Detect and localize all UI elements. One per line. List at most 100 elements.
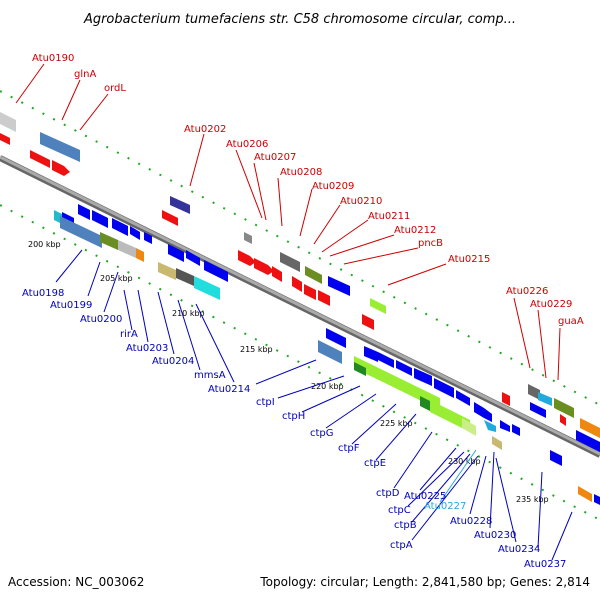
gene-forward-arrow[interactable] <box>530 402 546 418</box>
gene-reverse-arrow[interactable] <box>92 210 108 228</box>
gene-label-atu0209[interactable]: Atu0209 <box>312 181 354 192</box>
gene-label-atu0234[interactable]: Atu0234 <box>498 544 540 555</box>
gene-label-atu0202[interactable]: Atu0202 <box>184 124 226 135</box>
gene-label-atu0204[interactable]: Atu0204 <box>152 356 194 367</box>
gene-rirA[interactable] <box>118 240 136 258</box>
gene-label-atu0230[interactable]: Atu0230 <box>474 530 516 541</box>
gene-mmsA[interactable] <box>194 276 220 300</box>
gene-pncB[interactable] <box>328 276 350 296</box>
gene-label-atu0208[interactable]: Atu0208 <box>280 167 322 178</box>
gene-label-atu0203[interactable]: Atu0203 <box>126 343 168 354</box>
gene-forward-arrow[interactable] <box>0 133 10 145</box>
gene-atu0230[interactable] <box>550 450 562 466</box>
gene-label-atu0214[interactable]: Atu0214 <box>208 384 250 395</box>
gene-label-pncB[interactable]: pncB <box>418 238 443 249</box>
gene-atu0200[interactable] <box>100 232 118 250</box>
gene-atu0204[interactable] <box>158 262 176 280</box>
gene-label-rirA[interactable]: rirA <box>120 329 138 340</box>
gene-atu0237[interactable] <box>594 494 600 505</box>
gene-label-ctpB[interactable]: ctpB <box>394 520 417 531</box>
gene-label-atu0198[interactable]: Atu0198 <box>22 288 64 299</box>
gene-forward-arrow[interactable] <box>502 392 510 406</box>
gene-ctpG[interactable] <box>420 396 432 412</box>
gene-label-atu0210[interactable]: Atu0210 <box>340 196 382 207</box>
gene-label-ctpG[interactable]: ctpG <box>310 428 334 439</box>
gene-atu0234[interactable] <box>578 486 592 502</box>
gene-label-atu0227[interactable]: Atu0227 <box>424 501 466 512</box>
gene-reverse-arrow[interactable] <box>326 328 346 348</box>
gene-label-atu0211[interactable]: Atu0211 <box>368 211 410 222</box>
gene-reverse-arrow[interactable] <box>130 226 140 240</box>
gene-forward-arrow[interactable] <box>362 314 374 330</box>
gene-atu0214[interactable] <box>318 340 342 364</box>
gene-ctpF[interactable] <box>430 400 470 432</box>
gene-atu0210[interactable] <box>280 252 300 272</box>
gene-label-ctpC[interactable]: ctpC <box>388 505 411 516</box>
gene-forward-blue[interactable] <box>576 430 600 452</box>
gene-ctpI[interactable] <box>354 356 440 410</box>
gene-reverse-arrow[interactable] <box>112 218 128 236</box>
gene-forward-orange[interactable] <box>580 418 600 438</box>
gene-forward-arrow[interactable] <box>318 290 330 306</box>
gene-atu0226[interactable] <box>528 384 540 400</box>
gene-forward-arrow[interactable] <box>304 284 316 300</box>
gene-label-ctpF[interactable]: ctpF <box>338 443 360 454</box>
gene-reverse-arrow[interactable] <box>168 244 184 262</box>
gene-atu0212[interactable] <box>305 266 322 284</box>
gene-atu0206[interactable] <box>244 232 252 244</box>
gene-atu0209[interactable] <box>272 266 282 282</box>
gene-atu0215[interactable] <box>370 298 386 314</box>
gene-label-atu0212[interactable]: Atu0212 <box>394 225 436 236</box>
gene-reverse-arrow[interactable] <box>456 390 470 406</box>
gene-ctpE[interactable] <box>462 418 476 436</box>
gene-label-glnA[interactable]: glnA <box>74 69 96 80</box>
gene-label-atu0215[interactable]: Atu0215 <box>448 254 490 265</box>
gene-atu0207[interactable] <box>238 250 256 266</box>
gene-label-atu0229[interactable]: Atu0229 <box>530 299 572 310</box>
gene-reverse-arrow[interactable] <box>434 378 454 398</box>
gene-reverse-arrow[interactable] <box>512 424 520 436</box>
gene-atu0225[interactable] <box>500 420 510 432</box>
gene-label-atu0200[interactable]: Atu0200 <box>80 314 122 325</box>
gene-label-guaA[interactable]: guaA <box>558 316 584 327</box>
gene-label-atu0226[interactable]: Atu0226 <box>506 286 548 297</box>
gene-reverse-arrow[interactable] <box>78 204 90 220</box>
gene-label-ordL[interactable]: ordL <box>104 83 126 94</box>
gene-reverse-arrow[interactable] <box>378 352 394 368</box>
gene-atu0228[interactable] <box>492 436 502 450</box>
gene-atu0202[interactable] <box>170 196 190 214</box>
gene-atu0211[interactable] <box>292 276 302 292</box>
gene-label-atu0199[interactable]: Atu0199 <box>50 300 92 311</box>
gene-label-ctpD[interactable]: ctpD <box>376 488 400 499</box>
gene-reverse-arrow[interactable] <box>474 402 484 418</box>
gene-reverse-gray[interactable] <box>176 268 194 286</box>
gene-label-atu0207[interactable]: Atu0207 <box>254 152 296 163</box>
gene-reverse-arrow[interactable] <box>396 360 412 376</box>
gene-label-ctpA[interactable]: ctpA <box>390 540 413 551</box>
gene-atu0190[interactable] <box>0 112 16 132</box>
gene-ordL[interactable] <box>52 160 70 176</box>
gene-label-atu0228[interactable]: Atu0228 <box>450 516 492 527</box>
gene-reverse-arrow[interactable] <box>414 368 432 386</box>
gene-atu0227[interactable] <box>484 420 496 432</box>
gene-label-atu0237[interactable]: Atu0237 <box>524 559 566 570</box>
gene-label-atu0206[interactable]: Atu0206 <box>226 139 268 150</box>
gene-reverse-arrow[interactable] <box>186 250 200 266</box>
gene-label-atu0190[interactable]: Atu0190 <box>32 53 74 64</box>
gene-reverse-arrow[interactable] <box>204 260 228 282</box>
gene-atu0203[interactable] <box>136 248 144 262</box>
gene-ctpH[interactable] <box>354 362 366 376</box>
gene-forward-arrow[interactable] <box>30 150 50 168</box>
gene-forward-arrow[interactable] <box>560 414 566 426</box>
gene-reverse-arrow[interactable] <box>364 346 378 362</box>
gene-reverse-arrow[interactable] <box>144 232 152 244</box>
gene-label-ctpI[interactable]: ctpI <box>256 397 275 408</box>
gene-label-ctpE[interactable]: ctpE <box>364 458 386 469</box>
gene-label-ctpH[interactable]: ctpH <box>282 411 305 422</box>
gene-reverse-arrow[interactable] <box>484 408 492 422</box>
gene-forward-arrow[interactable] <box>162 210 178 226</box>
gene-label-mmsA[interactable]: mmsA <box>194 370 226 381</box>
gene-atu0229[interactable] <box>538 392 552 406</box>
gene-guaA[interactable] <box>554 398 574 418</box>
gene-label-atu0225[interactable]: Atu0225 <box>404 491 446 502</box>
